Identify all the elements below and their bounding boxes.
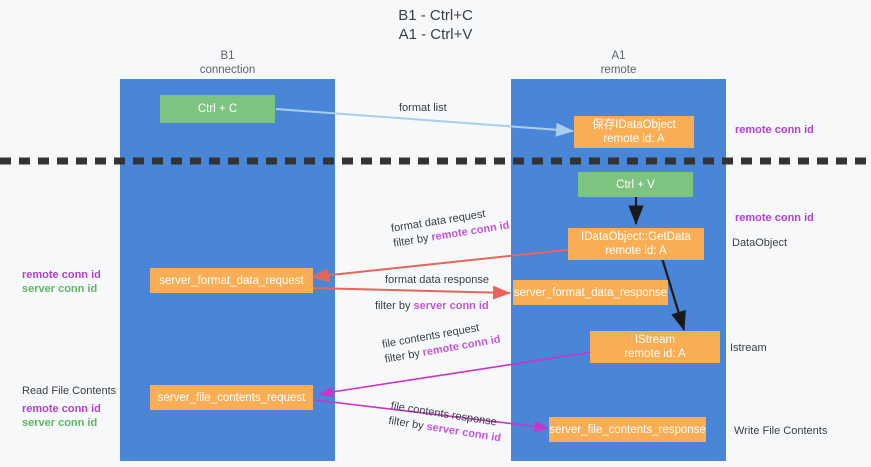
title-line-1: B1 - Ctrl+C: [398, 7, 473, 24]
edge-label-file-contents-request: file contents request filter by remote c…: [381, 318, 502, 368]
left-label-mid-server-conn-id: server conn id: [22, 283, 98, 295]
node-save-idataobject-line-2: remote id: A: [603, 133, 665, 145]
edge-label-format-list-text: format list: [399, 102, 447, 114]
node-save-idataobject-line-1: 保存IDataObject: [592, 119, 676, 131]
node-ctrl-v[interactable]: Ctrl + V: [578, 172, 693, 197]
node-server-file-contents-request-label: server_file_contents_request: [157, 391, 306, 404]
title-line-2: A1 - Ctrl+V: [398, 26, 473, 43]
node-ctrl-c-label: Ctrl + C: [197, 103, 238, 115]
diagram-title: B1 - Ctrl+C A1 - Ctrl+V: [0, 6, 871, 44]
edge-label-format-list: format list: [399, 101, 447, 116]
right-label-istream: Istream: [730, 342, 767, 354]
node-server-format-data-request[interactable]: server_format_data_request: [150, 268, 313, 293]
node-ctrl-v-label: Ctrl + V: [616, 178, 655, 191]
node-server-file-contents-response-label: server_file_contents_response: [549, 423, 706, 436]
left-label-bottom-server-conn-id: server conn id: [22, 417, 98, 429]
right-label-dataobject: DataObject: [732, 237, 788, 249]
edge-label-format-data-response-line-1: format data response: [385, 274, 489, 286]
edge-label-format-data-request: format data request filter by remote con…: [390, 204, 511, 252]
node-server-format-data-response-label: server_format_data_response: [513, 286, 668, 299]
left-label-bottom-remote-conn-id: remote conn id: [22, 403, 101, 415]
edge-label-format-data-response: format data response filter by server co…: [375, 273, 489, 314]
column-header-a1: A1 remote: [511, 49, 726, 77]
column-header-b1: B1 connection: [120, 49, 335, 77]
node-istream[interactable]: IStream remote id: A: [590, 331, 720, 363]
node-istream-line-2: remote id: A: [624, 348, 686, 360]
node-server-format-data-request-label: server_format_data_request: [159, 274, 304, 287]
column-header-a1-subtitle: remote: [600, 64, 637, 76]
node-idataobject-getdata-line-2: remote id: A: [605, 245, 667, 257]
right-label-mid-remote-conn-id: remote conn id: [735, 212, 814, 224]
node-server-format-data-response[interactable]: server_format_data_response: [513, 280, 668, 305]
node-server-file-contents-request[interactable]: server_file_contents_request: [150, 385, 313, 410]
node-server-file-contents-response[interactable]: server_file_contents_response: [549, 417, 706, 442]
column-header-b1-subtitle: connection: [199, 64, 256, 76]
edge-label-format-data-response-filter-key: server conn id: [413, 300, 489, 312]
node-ctrl-c[interactable]: Ctrl + C: [160, 95, 275, 123]
edge-label-file-contents-response: file contents response filter by server …: [387, 399, 504, 446]
right-label-write-file-contents: Write File Contents: [734, 425, 828, 437]
column-header-b1-name: B1: [220, 50, 235, 62]
column-header-a1-name: A1: [611, 50, 626, 62]
node-idataobject-getdata-line-1: IDataObject::GetData: [581, 231, 691, 243]
node-save-idataobject[interactable]: 保存IDataObject remote id: A: [574, 116, 694, 148]
edge-label-format-data-response-filter-prefix: filter by: [375, 300, 414, 312]
left-label-mid-remote-conn-id: remote conn id: [22, 269, 101, 281]
node-istream-line-1: IStream: [634, 334, 676, 346]
left-label-read-file-contents: Read File Contents: [22, 385, 117, 397]
node-idataobject-getdata[interactable]: IDataObject::GetData remote id: A: [568, 228, 704, 260]
edge-label-format-data-response-line-2: filter by server conn id: [375, 299, 489, 314]
right-label-top-remote-conn-id: remote conn id: [735, 124, 814, 136]
